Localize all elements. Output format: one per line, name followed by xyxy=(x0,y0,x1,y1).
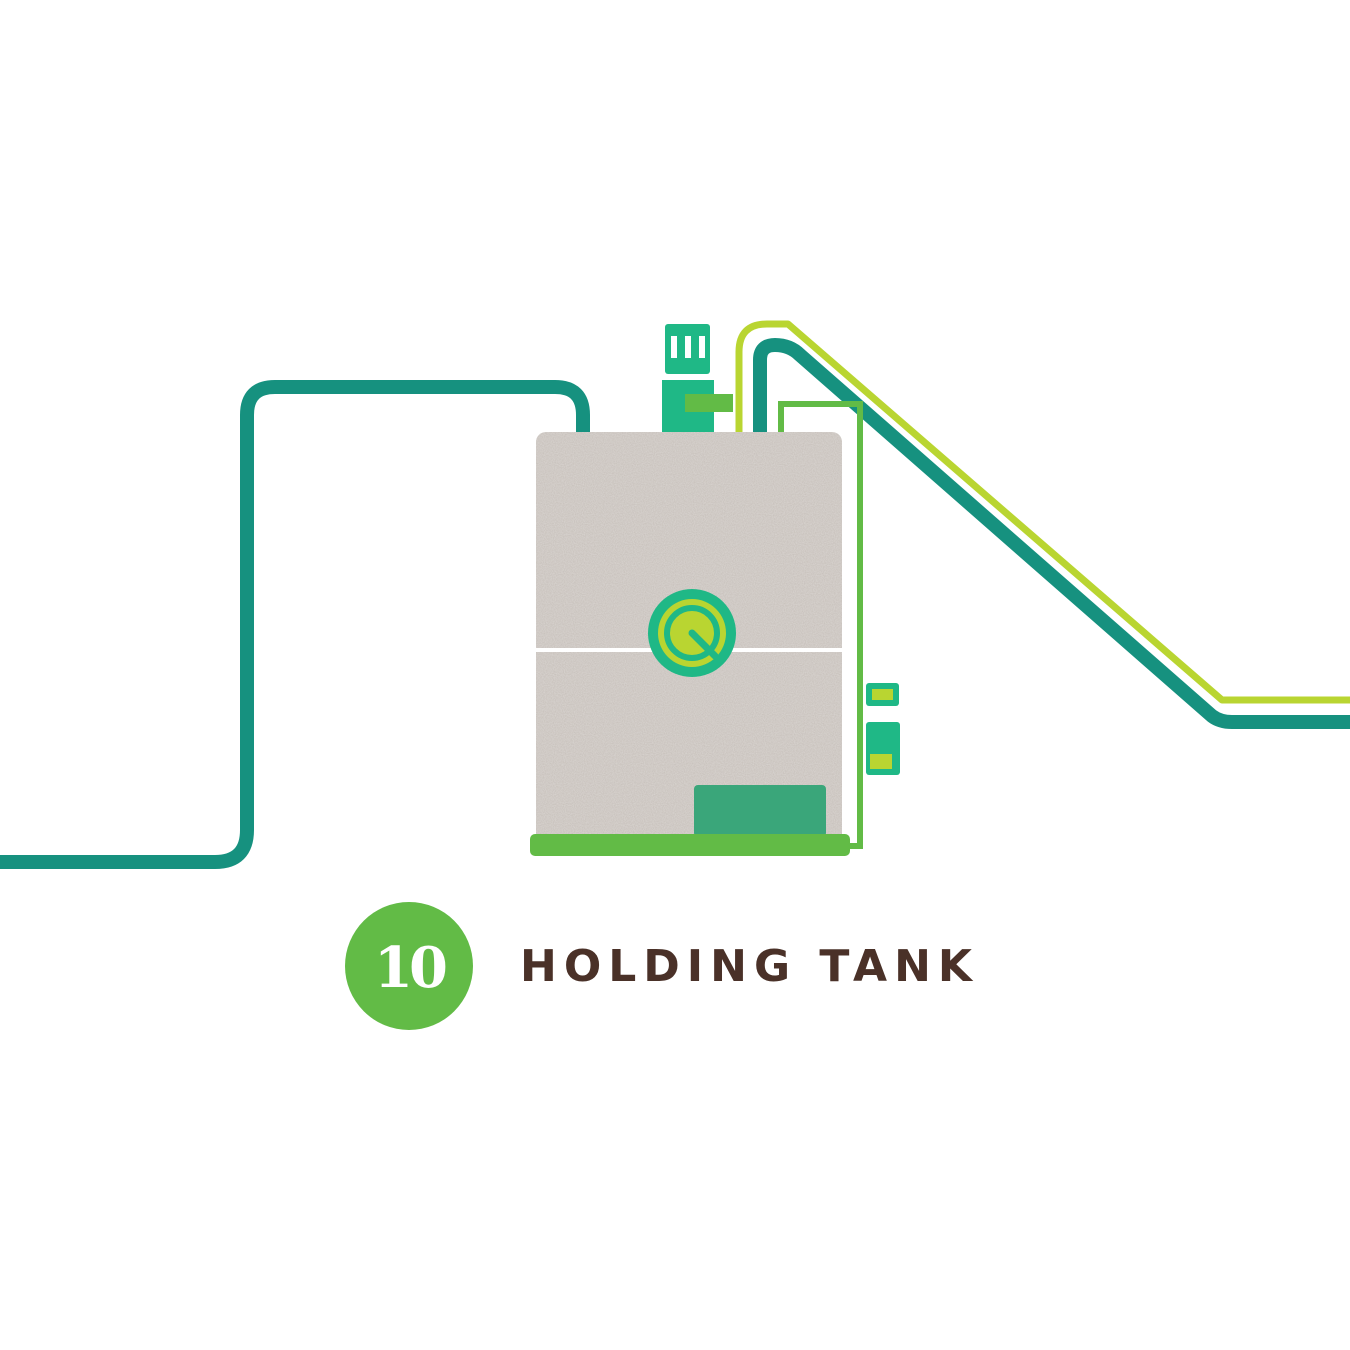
side-controls xyxy=(866,683,900,775)
step-number: 10 xyxy=(374,935,448,1001)
tank xyxy=(530,432,850,856)
side-conduit xyxy=(778,401,863,849)
outlet-pipe-lime xyxy=(735,320,1350,704)
step-caption: 10 HOLDING TANK xyxy=(345,902,979,1030)
outlet-pipe-teal xyxy=(753,338,1350,729)
tank-base xyxy=(530,834,850,856)
top-valve xyxy=(662,324,733,434)
access-panel xyxy=(694,785,826,837)
step-number-badge: 10 xyxy=(345,902,473,1030)
inlet-pipe xyxy=(0,380,590,869)
step-title: HOLDING TANK xyxy=(520,940,979,992)
valve-handle xyxy=(685,394,733,412)
